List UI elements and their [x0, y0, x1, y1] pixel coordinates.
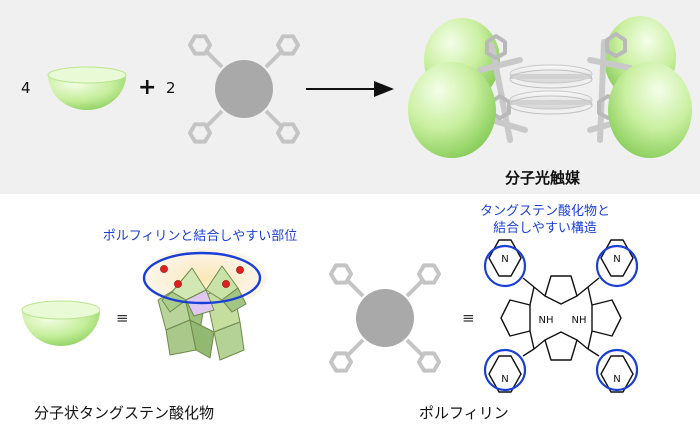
tungsten-oxide-cluster: [142, 248, 267, 361]
photocatalyst-product: [408, 16, 692, 158]
porphyrin-caption: ポルフィリン: [419, 404, 509, 422]
equiv-right: ≡: [462, 309, 475, 327]
bowl-symbol: [21, 300, 101, 346]
pyridine-highlights: [483, 244, 639, 392]
pyridine-n-3: N: [501, 374, 508, 385]
binding-site-highlight: [142, 251, 262, 305]
porphyrin-binding-label-line1: タングステン酸化物と: [479, 204, 610, 219]
atom-labels: NH NH N N N N: [501, 254, 620, 385]
plus-sign: +: [138, 75, 157, 100]
pom-caption: 分子状タングステン酸化物: [34, 404, 215, 422]
pyridine-n-4: N: [613, 374, 620, 385]
pom-binding-site-label: ポルフィリンと結合しやすい部位: [102, 229, 298, 244]
nh-bottom: NH: [572, 315, 587, 326]
equiv-left: ≡: [116, 309, 129, 327]
bowl-reactant: [47, 66, 127, 110]
porphyrin-symbol: [329, 263, 441, 373]
product-label: 分子光触媒: [505, 169, 581, 187]
bowl-coefficient: 4: [21, 79, 31, 97]
porphyrin-reactant: [188, 34, 300, 144]
pyridine-n-1: N: [501, 254, 508, 265]
porphyrin-binding-label-line2: 結合しやすい構造: [493, 221, 597, 236]
pyridine-n-2: N: [613, 254, 620, 265]
porphyrin-coefficient: 2: [166, 79, 176, 97]
nh-top: NH: [539, 315, 554, 326]
porphyrin-structure: [488, 239, 634, 393]
